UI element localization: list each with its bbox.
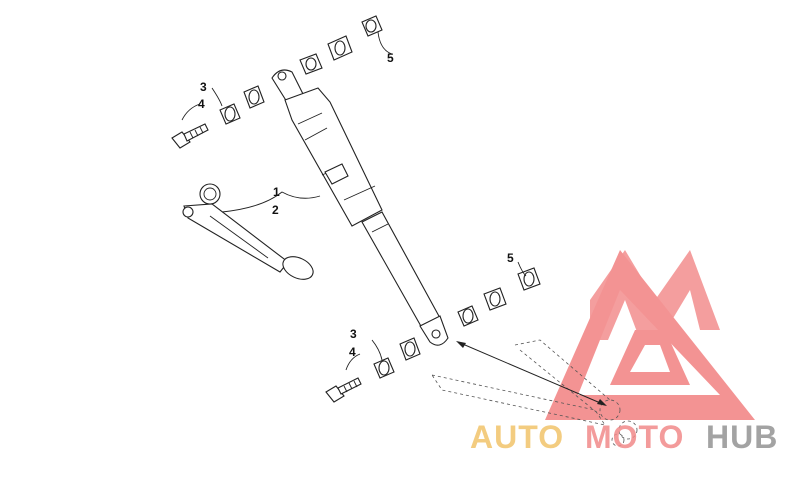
upper-right-hardware bbox=[299, 15, 393, 75]
callout-1: 1 bbox=[273, 185, 280, 199]
callout-4-upper: 4 bbox=[198, 97, 205, 111]
callout-upper-left: 3 4 bbox=[198, 80, 207, 111]
adjuster-tool bbox=[182, 183, 321, 280]
callout-5-lower: 5 bbox=[507, 251, 514, 265]
watermark-text: AUTO MOTO HUB bbox=[470, 419, 778, 455]
callout-shock: 1 2 bbox=[272, 185, 280, 217]
lower-right-hardware bbox=[457, 261, 541, 327]
watermark-moto: MOTO bbox=[585, 419, 684, 455]
callout-2: 2 bbox=[272, 203, 279, 217]
alignment-arrow bbox=[456, 341, 607, 406]
watermark-auto: AUTO bbox=[470, 419, 564, 455]
watermark-hub: HUB bbox=[706, 419, 778, 455]
shock-absorber bbox=[271, 69, 449, 346]
callout-4-lower: 4 bbox=[349, 345, 356, 359]
upper-left-hardware bbox=[171, 85, 265, 149]
callout-5-upper: 5 bbox=[387, 51, 394, 65]
frame-bracket-dashed bbox=[431, 339, 638, 447]
callout-upper-right: 5 bbox=[387, 51, 394, 65]
lower-left-hardware bbox=[325, 337, 421, 403]
watermark-logo bbox=[545, 250, 755, 420]
callout-3-lower: 3 bbox=[350, 327, 357, 341]
callout-3-upper: 3 bbox=[200, 80, 207, 94]
callout-lower-right: 5 bbox=[507, 251, 514, 265]
callout-lower-left: 3 4 bbox=[349, 327, 357, 359]
